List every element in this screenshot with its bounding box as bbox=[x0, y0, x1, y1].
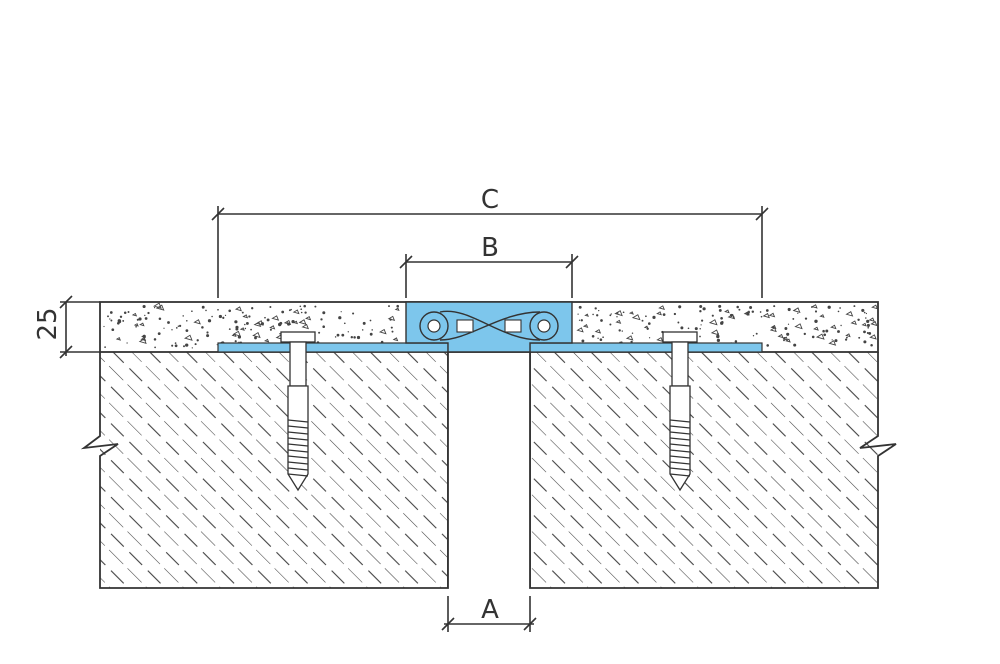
dimension-thickness: 25 bbox=[33, 295, 100, 359]
concrete-slab-right bbox=[529, 352, 897, 589]
anchor-bolt-left bbox=[280, 331, 316, 492]
dimension-c: C bbox=[211, 185, 769, 298]
dimension-a-label: A bbox=[481, 595, 499, 625]
expansion-joint-profile bbox=[217, 301, 763, 353]
expansion-gap bbox=[447, 352, 531, 588]
dimension-c-label: C bbox=[481, 185, 499, 215]
dimension-b-label: B bbox=[481, 233, 499, 263]
dimension-thickness-label: 25 bbox=[33, 307, 63, 340]
dimension-a: A bbox=[441, 595, 537, 632]
anchor-bolt-right bbox=[662, 331, 698, 492]
dimension-b: B bbox=[399, 233, 579, 298]
concrete-slab-left bbox=[80, 352, 449, 589]
